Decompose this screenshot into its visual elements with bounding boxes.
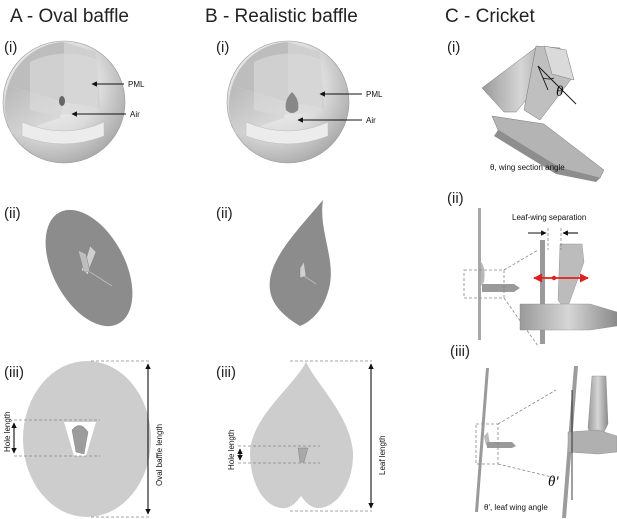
hole-length-label-b: Hole length	[227, 430, 236, 470]
cricket-wings-model	[481, 45, 605, 182]
wing-angle-arc	[542, 77, 555, 80]
theta-prime-symbol: θ'	[548, 474, 559, 490]
row-label-a-iii: (iii)	[4, 364, 24, 381]
row-label-c-iii: (iii)	[450, 343, 470, 360]
sphere-domain-b	[226, 40, 350, 164]
red-arrow-center	[551, 275, 557, 281]
leaf-baffle-perspective	[269, 200, 331, 326]
baffle-length-label-a: Oval baffle length	[155, 424, 164, 486]
column-title-b: B - Realistic baffle	[205, 6, 358, 27]
row-label-a-ii: (ii)	[4, 205, 21, 222]
air-label-a: Air	[130, 110, 140, 119]
leaf-wing-angle-caption: θ', leaf wing angle	[484, 503, 548, 512]
leaf-length-label-b: Leaf length	[378, 435, 387, 475]
row-label-c-i: (i)	[447, 39, 460, 56]
row-label-b-ii: (ii)	[216, 205, 233, 222]
zoom-guide-iii-top	[497, 389, 557, 425]
wing-angle-line-2	[537, 65, 577, 105]
separation-label: Leaf-wing separation	[512, 213, 586, 222]
row-label-b-iii: (iii)	[216, 364, 236, 381]
row-label-b-i: (i)	[216, 39, 229, 56]
row-label-a-i: (i)	[4, 39, 17, 56]
separation-detail	[519, 240, 617, 344]
sphere-domain-a	[2, 40, 126, 164]
pml-label-a: PML	[128, 80, 145, 89]
separation-overview	[478, 208, 520, 340]
theta-symbol: θ	[556, 84, 564, 100]
leaf-angle-detail	[562, 366, 617, 518]
column-title-a: A - Oval baffle	[10, 6, 129, 27]
oval-baffle-perspective	[45, 209, 133, 327]
wing-angle-caption: θ, wing section angle	[490, 163, 565, 172]
leaf-baffle-front	[250, 362, 354, 509]
row-label-c-ii: (ii)	[447, 190, 464, 207]
air-label-b: Air	[366, 116, 376, 125]
leaf-angle-overview	[475, 368, 516, 512]
zoom-box-iii	[475, 423, 499, 465]
zoom-guide-ii-top	[503, 249, 539, 271]
hole-length-label-a: Hole length	[3, 412, 12, 452]
zoom-box-ii	[463, 269, 505, 299]
pml-label-b: PML	[366, 90, 383, 99]
oval-baffle-front	[23, 361, 151, 517]
column-title-c: C - Cricket	[445, 6, 535, 27]
